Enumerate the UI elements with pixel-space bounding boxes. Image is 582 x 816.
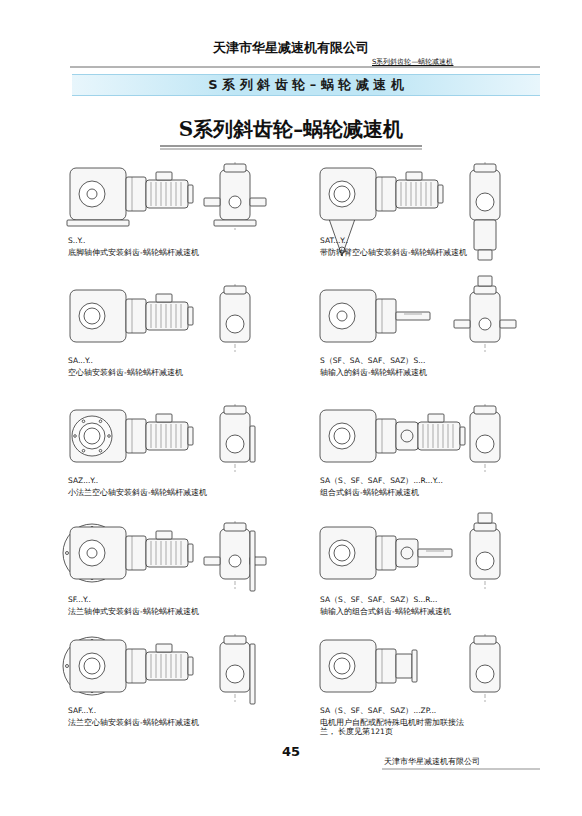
- model-code: SAZ...Y..: [68, 476, 98, 485]
- model-description: 法兰轴伸式安装斜齿-蜗轮蜗杆减速机: [68, 607, 199, 616]
- page-number: 45: [282, 744, 300, 760]
- model-code: SA（S、SF、SAF、SAZ）S...R...: [320, 595, 437, 604]
- gear-unit-drawing: [70, 404, 255, 472]
- running-header: S系列斜齿轮—蜗轮减速机: [372, 58, 453, 66]
- model-description: 轴输入的组合式斜齿-蜗轮蜗杆减速机: [320, 607, 451, 616]
- gear-unit-drawing: [63, 521, 266, 591]
- model-code: S..Y..: [68, 236, 85, 245]
- model-description: 带防转臂空心轴安装斜齿-蜗轮蜗杆减速机: [320, 248, 467, 257]
- model-code: SAF...Y..: [68, 706, 96, 715]
- gear-unit-drawing: [70, 284, 250, 352]
- gear-unit-drawing: [67, 162, 266, 230]
- model-description: 小法兰空心轴安装斜齿-蜗轮蜗杆减速机: [68, 488, 207, 497]
- model-description: 轴输入的斜齿-蜗轮蜗杆减速机: [320, 368, 427, 377]
- page-title: S系列斜齿轮–蜗轮减速机: [0, 117, 582, 141]
- model-description: 空心轴安装斜齿-蜗轮蜗杆减速机: [68, 368, 183, 377]
- gear-unit-drawing: [320, 634, 500, 702]
- gear-unit-drawing: [320, 404, 500, 472]
- model-description: 底脚轴伸式安装斜齿-蜗轮蜗杆减速机: [68, 248, 199, 257]
- title-underline: [160, 145, 422, 146]
- gear-unit-drawing: [320, 162, 500, 260]
- title-underline: [160, 149, 422, 150]
- model-code: SAT...Y..: [320, 236, 348, 245]
- header-rule: [70, 67, 540, 68]
- company-footer: 天津市华星减速机有限公司: [384, 757, 480, 767]
- model-description: 组合式斜齿-蜗轮蜗杆减速机: [320, 488, 419, 497]
- model-code: SF...Y..: [68, 595, 91, 604]
- model-code: SA（S、SF、SAF、SAZ）...R...Y...: [320, 476, 443, 485]
- model-code: SA（S、SF、SAF、SAZ）...ZP...: [320, 706, 436, 715]
- model-description: 电机用户自配或配特殊电机时需加联接法兰， 长度见第121页: [320, 718, 478, 736]
- company-header: 天津市华星减速机有限公司: [213, 40, 369, 56]
- gear-unit-drawing: [63, 634, 255, 704]
- model-code: S（SF、SA、SAF、SAZ）S...: [320, 356, 425, 365]
- section-band: S 系 列 斜 齿 轮 – 蜗 轮 减 速 机: [72, 74, 540, 96]
- model-description: 法兰空心轴安装斜齿-蜗轮蜗杆减速机: [68, 718, 199, 727]
- gear-unit-drawing: [320, 513, 500, 589]
- band-heading: S 系 列 斜 齿 轮 – 蜗 轮 减 速 机: [208, 77, 404, 93]
- gear-unit-illustrations: [63, 162, 516, 704]
- gear-unit-drawing: [320, 276, 516, 352]
- footer-rule: [382, 769, 540, 770]
- model-code: SA...Y..: [68, 356, 93, 365]
